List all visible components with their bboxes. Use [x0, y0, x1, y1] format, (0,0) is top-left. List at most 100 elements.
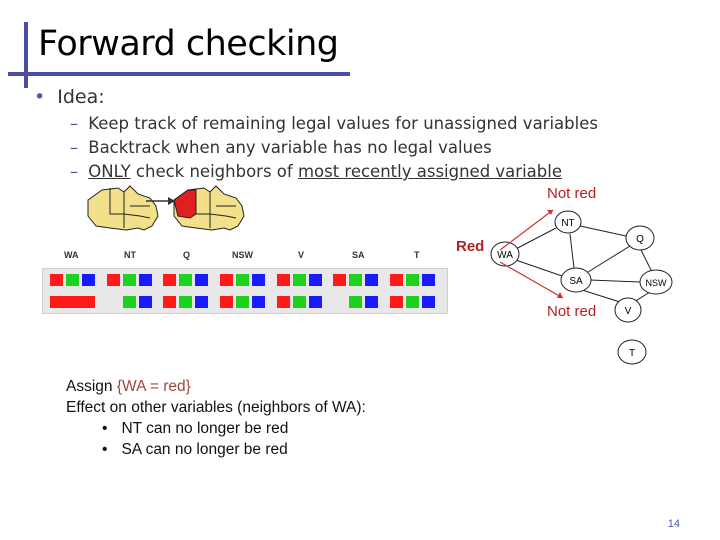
sub-point-3-emphasis: most recently assigned variable [297, 162, 562, 181]
domain-cell-nsw-green [236, 296, 249, 308]
australia-map-right [173, 185, 245, 231]
title-accent-horizontal [8, 72, 350, 76]
sub-point-3-mid: check neighbors of [130, 162, 298, 181]
grid-header-t: T [414, 250, 420, 260]
domain-cell-nsw-blue [252, 296, 265, 308]
sub-point-1: –Keep track of remaining legal values fo… [70, 114, 598, 133]
edge-sa-v [581, 289, 621, 303]
domain-cell-nt-green [123, 296, 136, 308]
sub-point-1-text: Keep track of remaining legal values for… [88, 114, 598, 133]
domain-cell-nt-blue [139, 274, 152, 286]
edge-q-nsw [639, 247, 653, 273]
assignment-explanation: Assign {WA = red} Effect on other variab… [66, 376, 366, 460]
node-label-q: Q [636, 234, 644, 245]
domain-cell-wa-red [50, 274, 63, 286]
constraint-graph: NT Q WA SA NSW V T [490, 210, 673, 365]
page-number: 14 [667, 518, 680, 530]
title-accent-vertical [24, 22, 28, 88]
domain-cell-t-green [406, 296, 419, 308]
effect-item-2-text: SA can no longer be red [121, 441, 288, 458]
node-label-sa: SA [569, 276, 583, 287]
grid-header-nsw: NSW [232, 250, 253, 260]
australia-map-left [87, 185, 159, 231]
annotation-arrows [499, 209, 564, 299]
dash-3: – [70, 162, 79, 181]
domain-cell-nsw-blue [252, 274, 265, 286]
sub-point-3: –ONLY check neighbors of most recently a… [70, 162, 562, 181]
edge-nt-sa [569, 233, 575, 269]
effect-item-2: • SA can no longer be red [66, 439, 366, 460]
item-bullet-2: • [102, 441, 108, 458]
edge-wa-sa [509, 257, 563, 277]
domain-cell-nt-red [107, 274, 120, 286]
grid-header-q: Q [183, 250, 191, 260]
edge-q-sa [587, 245, 631, 273]
sub-point-2: –Backtrack when any variable has no lega… [70, 138, 492, 157]
idea-bullet: • Idea: [34, 86, 105, 108]
domain-cell-nsw-red [220, 274, 233, 286]
dash-1: – [70, 114, 79, 133]
domain-cell-v-red [277, 296, 290, 308]
edge-nsw-v [633, 291, 651, 303]
node-v [614, 297, 642, 323]
node-label-wa: WA [497, 250, 513, 261]
node-nt [554, 210, 582, 234]
item-bullet-1: • [102, 420, 108, 437]
domain-cell-sa-green [349, 296, 362, 308]
edge-nt-q [579, 225, 627, 237]
node-label-t: T [629, 348, 635, 359]
domain-cell-v-green [293, 274, 306, 286]
dash-2: – [70, 138, 79, 157]
domain-cell-q-blue [195, 296, 208, 308]
node-sa [560, 267, 592, 293]
domain-grid [42, 268, 448, 314]
label-red-wa: Red [456, 238, 485, 255]
node-label-nsw: NSW [646, 278, 668, 288]
bullet-dot: • [34, 86, 46, 108]
grid-header-nt: NT [124, 250, 136, 260]
domain-cell-wa-blue [82, 274, 95, 286]
node-wa [490, 241, 520, 267]
grid-header-wa: WA [64, 250, 79, 260]
assign-value: {WA = red} [116, 378, 191, 395]
domain-cell-nsw-red [220, 296, 233, 308]
domain-cell-nt-green [123, 274, 136, 286]
domain-cell-v-blue [309, 296, 322, 308]
grid-header-v: V [298, 250, 305, 260]
idea-label: Idea: [57, 86, 105, 108]
assign-prefix: Assign [66, 378, 117, 395]
sub-point-2-text: Backtrack when any variable has no legal… [88, 138, 492, 157]
node-t [617, 339, 647, 365]
domain-cell-q-green [179, 296, 192, 308]
domain-cell-q-green [179, 274, 192, 286]
node-q [625, 225, 655, 251]
node-nsw [639, 269, 673, 295]
node-label-v: V [625, 306, 632, 317]
domain-cell-t-red [390, 274, 403, 286]
domain-cell-wa-green [66, 274, 79, 286]
domain-cell-q-blue [195, 274, 208, 286]
domain-cell-v-red [277, 274, 290, 286]
label-not-red-sa: Not red [547, 303, 597, 320]
domain-cell-t-green [406, 274, 419, 286]
domain-cell-q-red [163, 296, 176, 308]
domain-cell-sa-red [333, 274, 346, 286]
effect-item-1: •NT can no longer be red [66, 418, 366, 439]
domain-cell-sa-blue [365, 274, 378, 286]
transition-arrow [146, 197, 175, 205]
grid-header-sa: SA [352, 250, 365, 260]
domain-cell-t-red [390, 296, 403, 308]
domain-cell-sa-blue [365, 296, 378, 308]
domain-cell-wa-assigned-red [50, 296, 95, 308]
domain-cell-nsw-green [236, 274, 249, 286]
domain-cell-v-green [293, 296, 306, 308]
domain-cell-nt-blue [139, 296, 152, 308]
domain-cell-v-blue [309, 274, 322, 286]
slide-title: Forward checking [38, 24, 339, 64]
domain-cell-t-blue [422, 274, 435, 286]
sub-point-3-only: ONLY [88, 162, 131, 181]
domain-cell-q-red [163, 274, 176, 286]
label-not-red-nt: Not red [547, 185, 597, 202]
edge-sa-nsw [589, 279, 641, 283]
